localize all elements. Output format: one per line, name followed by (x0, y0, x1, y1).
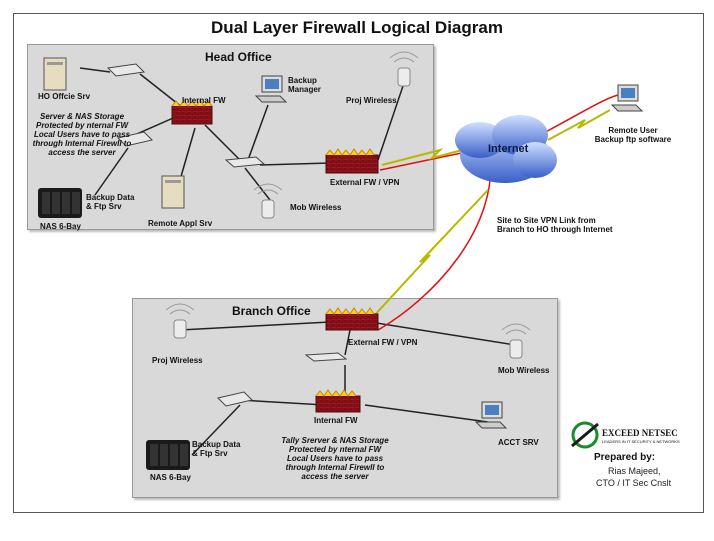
internet-cloud (455, 115, 557, 183)
prepared-role: CTO / IT Sec Cnslt (596, 478, 672, 488)
branch-backup-data-label: Backup Data & Ftp Srv (192, 440, 241, 458)
ho-internal-fw-label: Internal FW (182, 96, 226, 105)
ho-external-fw-label: External FW / VPN (330, 178, 400, 187)
branch-proj-wireless-label: Proj Wireless (152, 356, 203, 365)
branch-storage-note: Tally Srerver & NAS Storage Protected by… (281, 436, 389, 481)
ho-internal-firewall (171, 99, 213, 125)
prepared-heading: Prepared by: (594, 452, 656, 463)
vpn-link-label: Site to Site VPN Link from Branch to HO … (497, 216, 613, 234)
logo-tagline: LEADERS IN IT SECURITY & NETWORKS (602, 439, 680, 444)
internet-label: Internet (488, 143, 529, 155)
branch-external-firewall (325, 307, 379, 331)
remote-user-pc (610, 84, 644, 112)
ho-proj-wireless-label: Proj Wireless (346, 96, 397, 105)
acct-srv-label: ACCT SRV (498, 438, 539, 447)
branch-mob-wireless-label: Mob Wireless (498, 366, 550, 375)
exceed-netsec-logo (571, 421, 599, 449)
branch-nas (146, 440, 190, 470)
ho-office-srv-label: HO Offcie Srv (38, 92, 91, 101)
ho-lightning (381, 147, 471, 166)
head-office-links (79, 67, 406, 201)
wireless-aps (173, 67, 523, 359)
remote-user-label: Remote User Backup ftp software (594, 126, 672, 144)
branch-internal-firewall (315, 389, 361, 413)
head-office-title: Head Office (205, 50, 272, 64)
remote-appl-server (161, 175, 185, 209)
backup-manager-label: Backup Manager (288, 76, 321, 94)
wireless-waves (165, 51, 531, 335)
switches (106, 63, 348, 407)
logo-name: EXCEED NETSEC (602, 428, 678, 438)
vpn-tunnel-line (377, 149, 492, 331)
backup-manager-pc (254, 75, 288, 103)
prepared-name: Rias Majeed, (608, 466, 661, 476)
vpn-lightning (371, 189, 489, 319)
ho-office-server (43, 57, 67, 91)
branch-external-fw-label: External FW / VPN (348, 338, 418, 347)
ho-backup-data-label: Backup Data & Ftp Srv (86, 193, 135, 211)
branch-office-links (179, 321, 516, 456)
remote-lightning (547, 109, 611, 141)
ho-external-firewall (325, 148, 379, 174)
branch-internal-fw-label: Internal FW (314, 416, 358, 425)
branch-nas-label: NAS 6-Bay (150, 473, 191, 482)
branch-office-title: Branch Office (232, 304, 311, 318)
acct-srv-pc (474, 401, 508, 429)
branch-office-panel (132, 298, 558, 498)
remote-appl-label: Remote Appl Srv (148, 219, 213, 228)
ho-storage-note: Server & NAS Storage Protected by nterna… (32, 112, 132, 157)
ho-nas-label: NAS 6-Bay (40, 222, 81, 231)
diagram-frame (13, 13, 704, 513)
ho-mob-wireless-label: Mob Wireless (290, 203, 342, 212)
ho-nas (38, 188, 82, 218)
diagram-title: Dual Layer Firewall Logical Diagram (211, 18, 503, 37)
head-office-panel (27, 44, 434, 230)
